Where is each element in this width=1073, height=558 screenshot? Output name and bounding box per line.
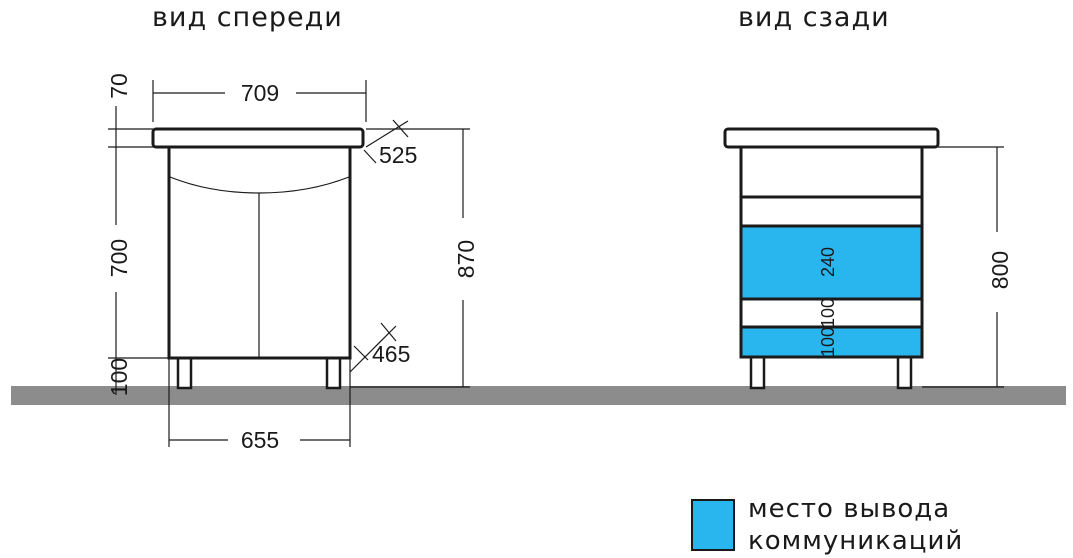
back-countertop bbox=[723, 127, 940, 149]
dim-465-cross bbox=[380, 322, 397, 342]
dim-655-label: 655 bbox=[241, 427, 279, 453]
legend-line-2: коммуникаций bbox=[748, 526, 963, 556]
dim-465-tick bbox=[353, 345, 369, 361]
back-leg-right bbox=[896, 355, 913, 390]
legend-swatch bbox=[691, 499, 735, 551]
dim-525-tick bbox=[363, 149, 377, 164]
dim-70-label: 70 bbox=[106, 73, 132, 99]
dim-700-label: 700 bbox=[106, 239, 132, 277]
legend-line-1: место вывода bbox=[748, 494, 950, 524]
zone-lower-100-label: 100 bbox=[818, 327, 838, 357]
dim-525-cross bbox=[392, 119, 409, 138]
front-leg-right bbox=[325, 356, 342, 390]
zone-240-label: 240 bbox=[818, 247, 838, 277]
dim-525-leader bbox=[365, 120, 409, 148]
communication-zone-lower bbox=[739, 325, 924, 359]
communication-zone-upper bbox=[739, 224, 924, 301]
back-view-title: вид сзади bbox=[738, 2, 890, 33]
floor bbox=[11, 386, 1066, 405]
front-view-title: вид спереди bbox=[152, 2, 343, 33]
front-view: 709 70 700 100 870 525 465 bbox=[106, 73, 479, 453]
zone-gap-100-label: 100 bbox=[818, 298, 838, 328]
dim-870-label: 870 bbox=[453, 240, 479, 278]
dim-709-label: 709 bbox=[241, 80, 279, 106]
back-view: 240 100 100 800 bbox=[723, 127, 1013, 390]
legend: место вывода коммуникаций bbox=[691, 494, 963, 556]
dim-465-label: 465 bbox=[372, 341, 410, 367]
front-leg-left bbox=[176, 356, 193, 390]
dim-800-label: 800 bbox=[987, 251, 1013, 289]
back-panel-strip bbox=[739, 195, 924, 228]
dim-465-leader bbox=[349, 325, 397, 373]
front-countertop bbox=[151, 127, 365, 149]
dim-100-label: 100 bbox=[106, 358, 132, 396]
back-leg-left bbox=[749, 355, 766, 390]
dim-525-label: 525 bbox=[379, 142, 417, 168]
